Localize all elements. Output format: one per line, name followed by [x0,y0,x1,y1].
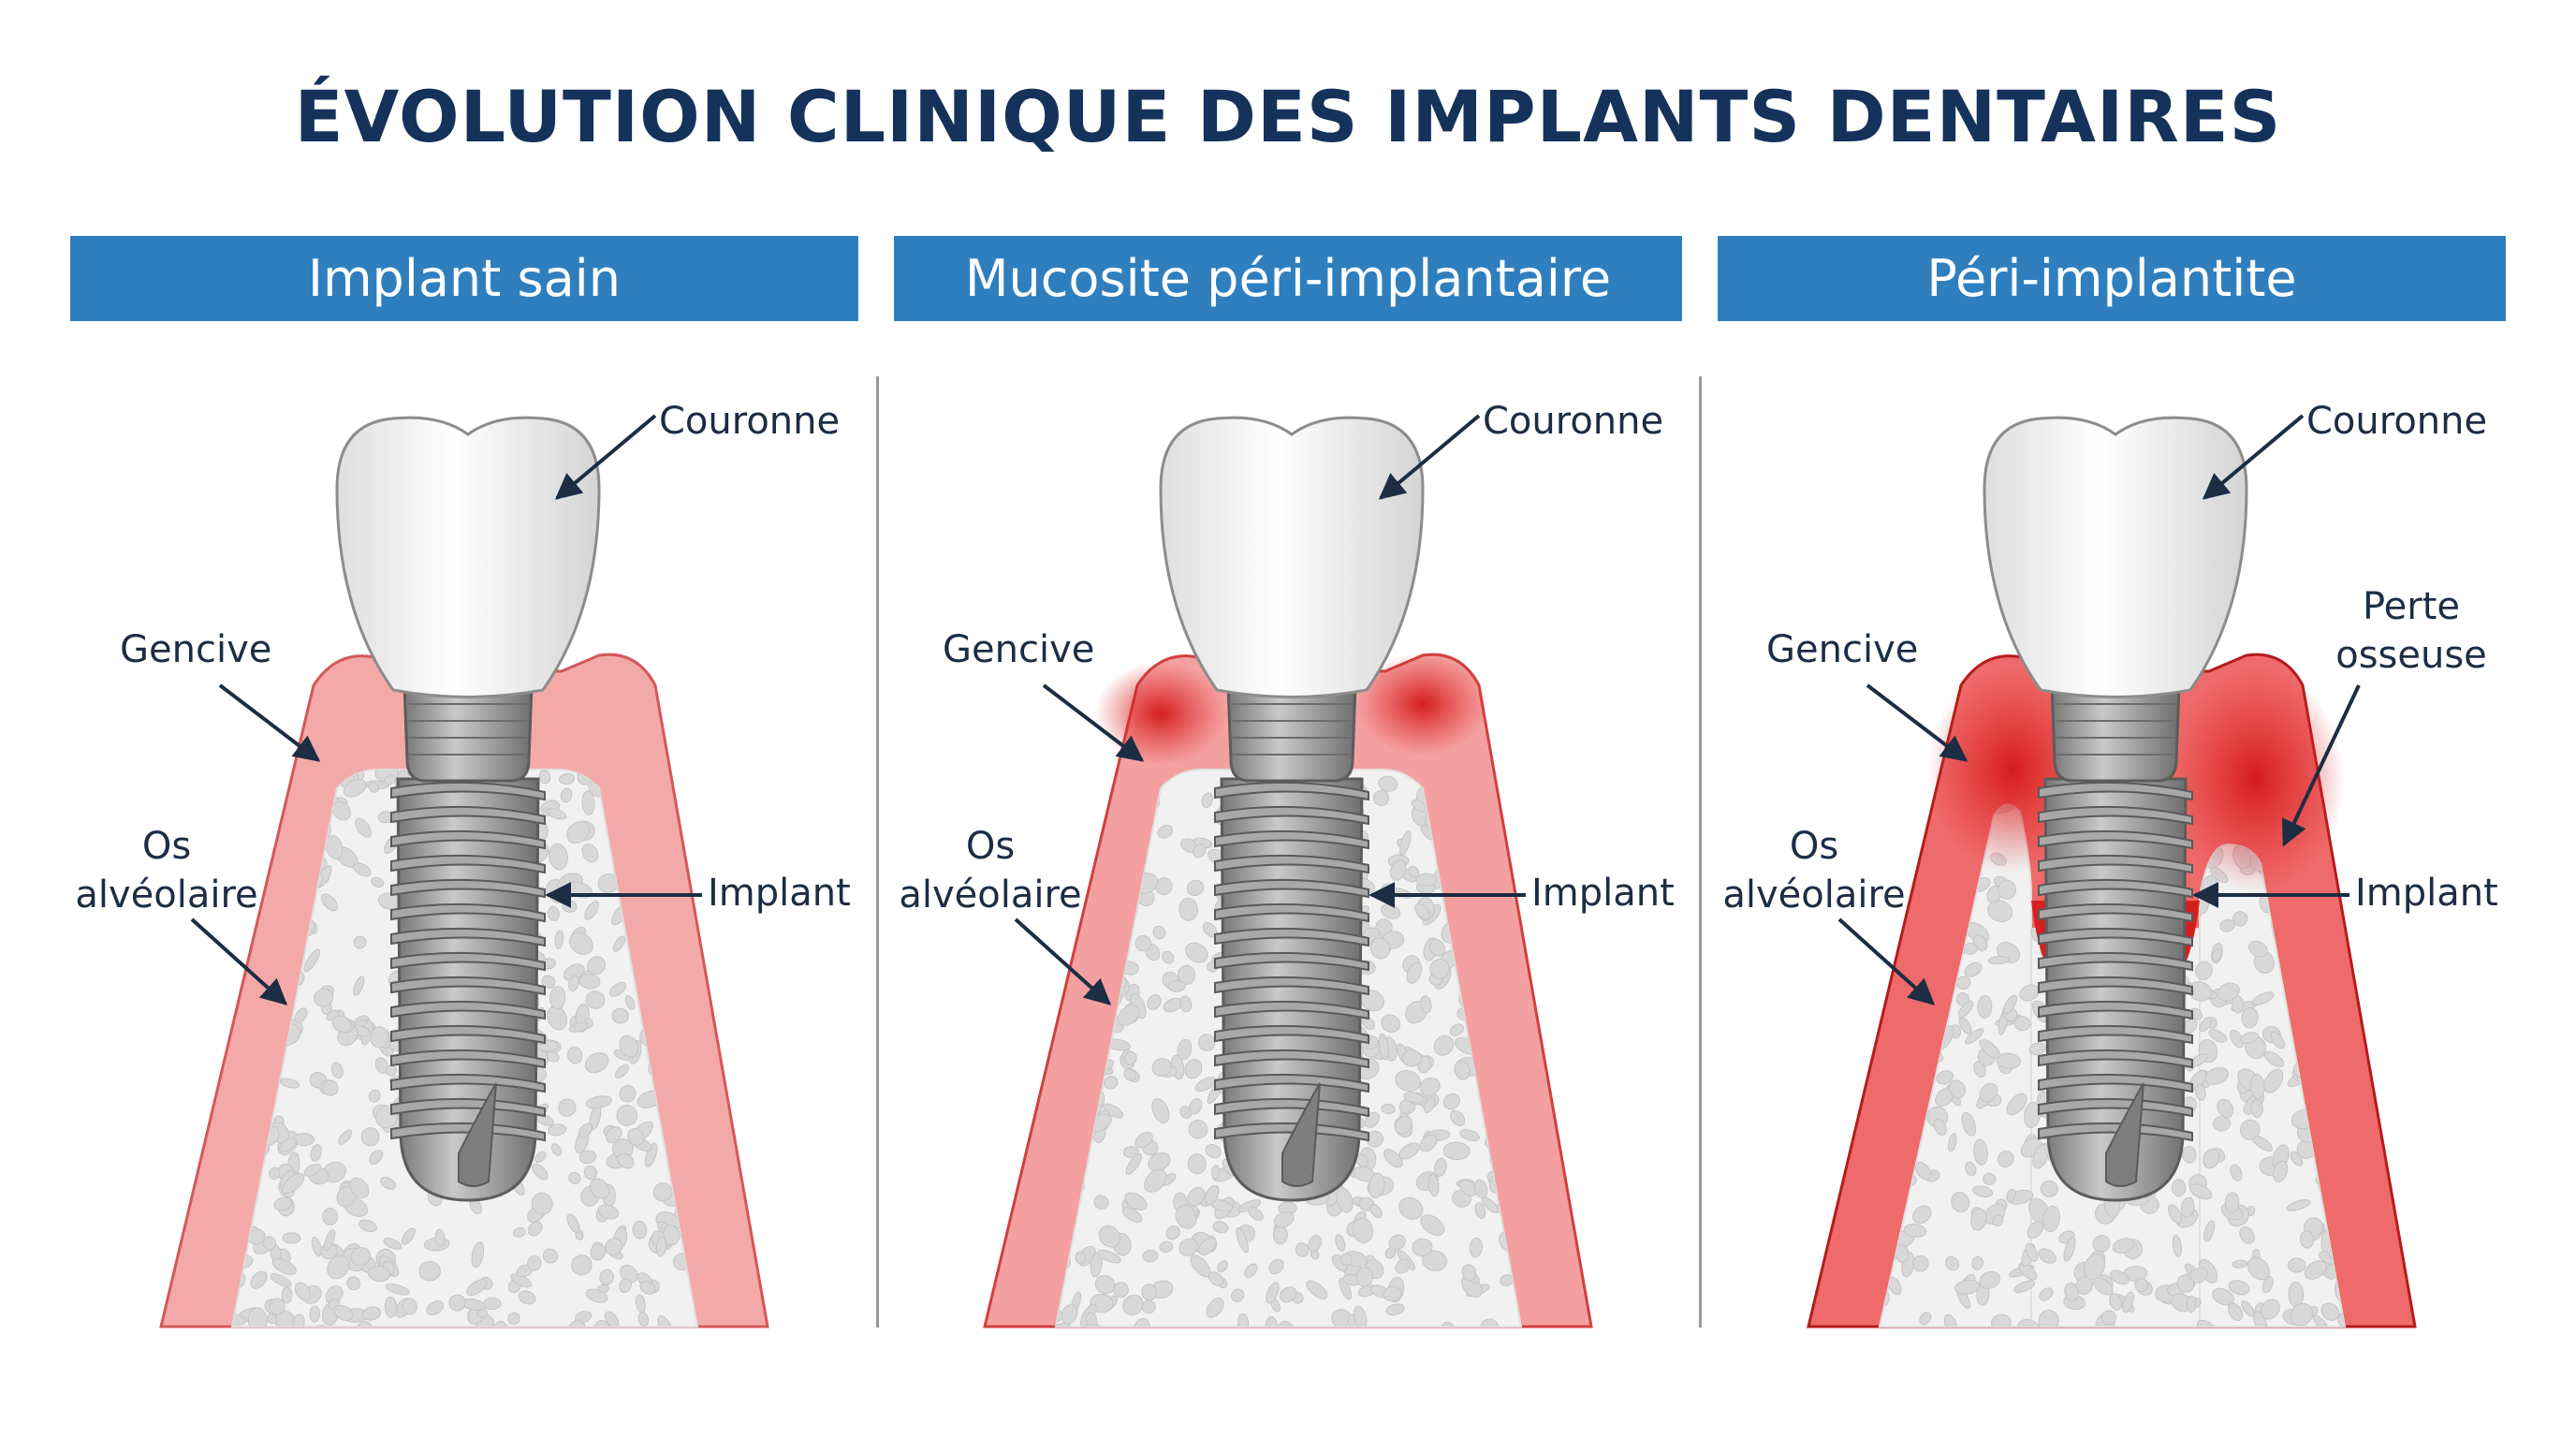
implant-thread [1214,976,1369,996]
implant [390,777,546,1202]
crown [1159,416,1425,698]
arrow-gum [1042,683,1145,762]
arrow-crown [2202,414,2305,500]
crown [335,416,601,698]
implant-thread [1214,781,1369,801]
panel-header-healthy: Implant sain [70,236,858,321]
panel-divider [876,376,879,1328]
implant-thread [390,1024,546,1045]
arrow-alveolar-bone [190,917,288,1005]
implant-thread [2038,1000,2193,1020]
implant-thread [390,829,546,850]
implant [1214,777,1369,1202]
page-title: ÉVOLUTION CLINIQUE DES IMPLANTS DENTAIRE… [294,75,2282,158]
implant-thread [1214,1049,1369,1069]
implant-thread [1214,1000,1369,1020]
implant-thread [390,1097,546,1118]
implant-thread [2038,951,2193,972]
abutment [2050,683,2181,783]
panel-divider [1699,376,1702,1328]
implant-illustration-healthy [159,414,769,1328]
implant-thread [390,976,546,996]
implant-thread [1214,1024,1369,1045]
implant-thread [1214,878,1369,899]
implant-apex-groove [1281,1082,1321,1187]
implant-thread [2038,829,2193,850]
implant-thread [1214,927,1369,947]
inflammation [2167,667,2345,891]
implant-thread [1214,1097,1369,1118]
implant-thread [2038,1073,2193,1093]
label-implant: Implant [2355,872,2498,915]
implant-thread [2038,902,2193,923]
implant-thread [1214,854,1369,874]
abutment [1226,683,1357,783]
implant-thread [2038,927,2193,947]
label-gum: Gencive [1766,628,1919,671]
implant-thread [2038,1097,2193,1118]
implant-apex-groove [2105,1082,2144,1187]
abutment [402,683,534,783]
implant-thread [390,1000,546,1020]
implant-thread [2038,976,2193,996]
label-crown: Couronne [2306,400,2488,443]
implant-thread [2038,878,2193,899]
implant-thread [1214,1073,1369,1093]
label-implant: Implant [1531,872,1675,915]
arrow-crown [554,414,657,500]
implant [2038,777,2193,1202]
implant-thread [390,902,546,923]
implant-thread [1214,902,1369,923]
arrow-alveolar-bone [1837,917,1936,1005]
label-gum: Gencive [120,628,272,671]
implant-thread [390,854,546,874]
panel-header-mucositis: Mucosite péri-implantaire [894,236,1682,321]
arrow-gum [218,683,321,762]
implant-thread [2038,854,2193,874]
implant-thread [390,805,546,826]
label-crown: Couronne [1483,400,1664,443]
implant-thread [1214,951,1369,972]
inflammation [1095,662,1226,765]
arrow-bone-loss [2282,684,2361,847]
implant-illustration-peri-implantitis [1807,414,2417,1328]
implant-thread [1214,805,1369,826]
implant-thread [2038,1024,2193,1045]
implant-thread [2038,1122,2193,1142]
implant-thread [390,1049,546,1069]
label-gum: Gencive [943,628,1095,671]
label-crown: Couronne [659,400,841,443]
implant-thread [1214,829,1369,850]
inflammation [1357,653,1488,756]
implant-illustration-mucositis [983,414,1593,1328]
implant-apex-groove [458,1082,497,1187]
implant-thread [390,1122,546,1142]
implant-thread [390,951,546,972]
implant-thread [2038,1049,2193,1069]
implant-thread [390,781,546,801]
crown [1983,416,2248,698]
implant-thread [390,1073,546,1093]
label-implant: Implant [708,872,851,915]
implant-thread [2038,805,2193,826]
arrow-crown [1378,414,1481,500]
implant-thread [390,927,546,947]
panel-header-peri-implantitis: Péri-implantite [1718,236,2506,321]
arrow-gum [1866,683,1969,762]
arrow-alveolar-bone [1014,917,1112,1005]
implant-thread [2038,781,2193,801]
implant-thread [390,878,546,899]
implant-thread [1214,1122,1369,1142]
